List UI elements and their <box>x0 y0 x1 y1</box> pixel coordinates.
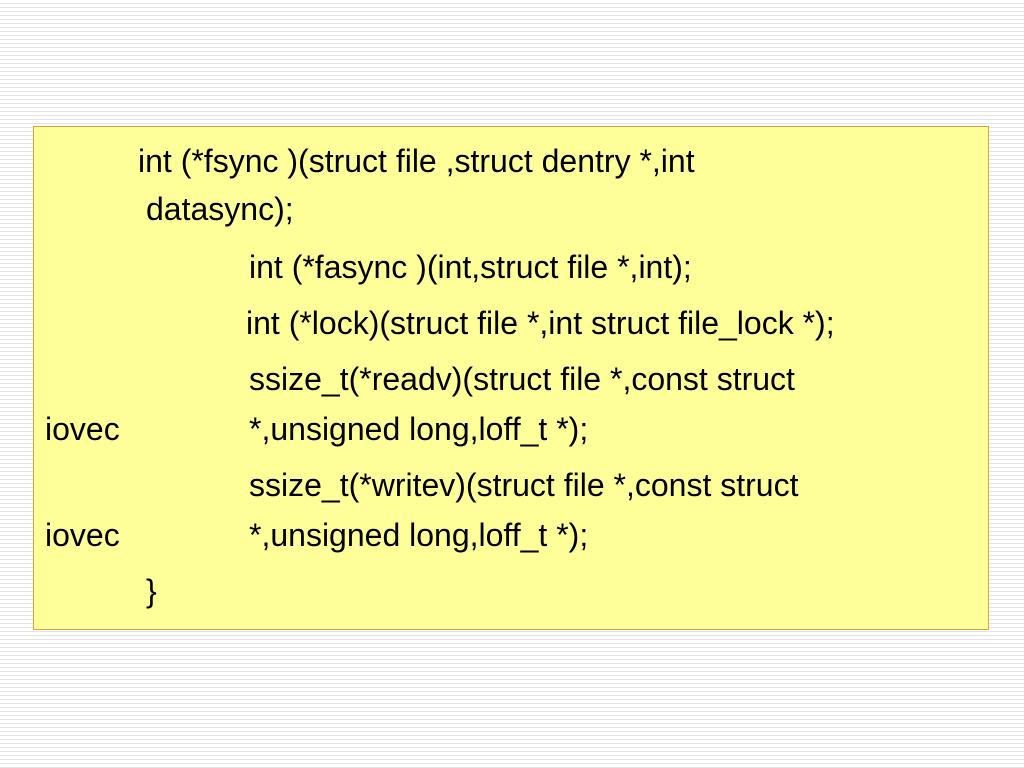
code-line-closing-brace: } <box>146 573 157 609</box>
code-line-lock: int (*lock)(struct file *,int struct fil… <box>246 305 835 341</box>
code-box: int (*fsync )(struct file ,struct dentry… <box>33 126 989 630</box>
code-line-writev-args: *,unsigned long,loff_t *); <box>249 517 589 553</box>
code-line-writev-iovec: iovec <box>45 517 120 553</box>
code-line-readv-args: *,unsigned long,loff_t *); <box>249 411 589 447</box>
code-line-readv: ssize_t(*readv)(struct file *,const stru… <box>249 361 795 397</box>
code-line-readv-iovec: iovec <box>45 411 120 447</box>
code-line-fasync: int (*fasync )(int,struct file *,int); <box>249 249 692 285</box>
code-line-fsync-cont: datasync); <box>146 191 294 227</box>
code-line-fsync: int (*fsync )(struct file ,struct dentry… <box>138 143 695 179</box>
code-line-writev: ssize_t(*writev)(struct file *,const str… <box>249 467 799 503</box>
